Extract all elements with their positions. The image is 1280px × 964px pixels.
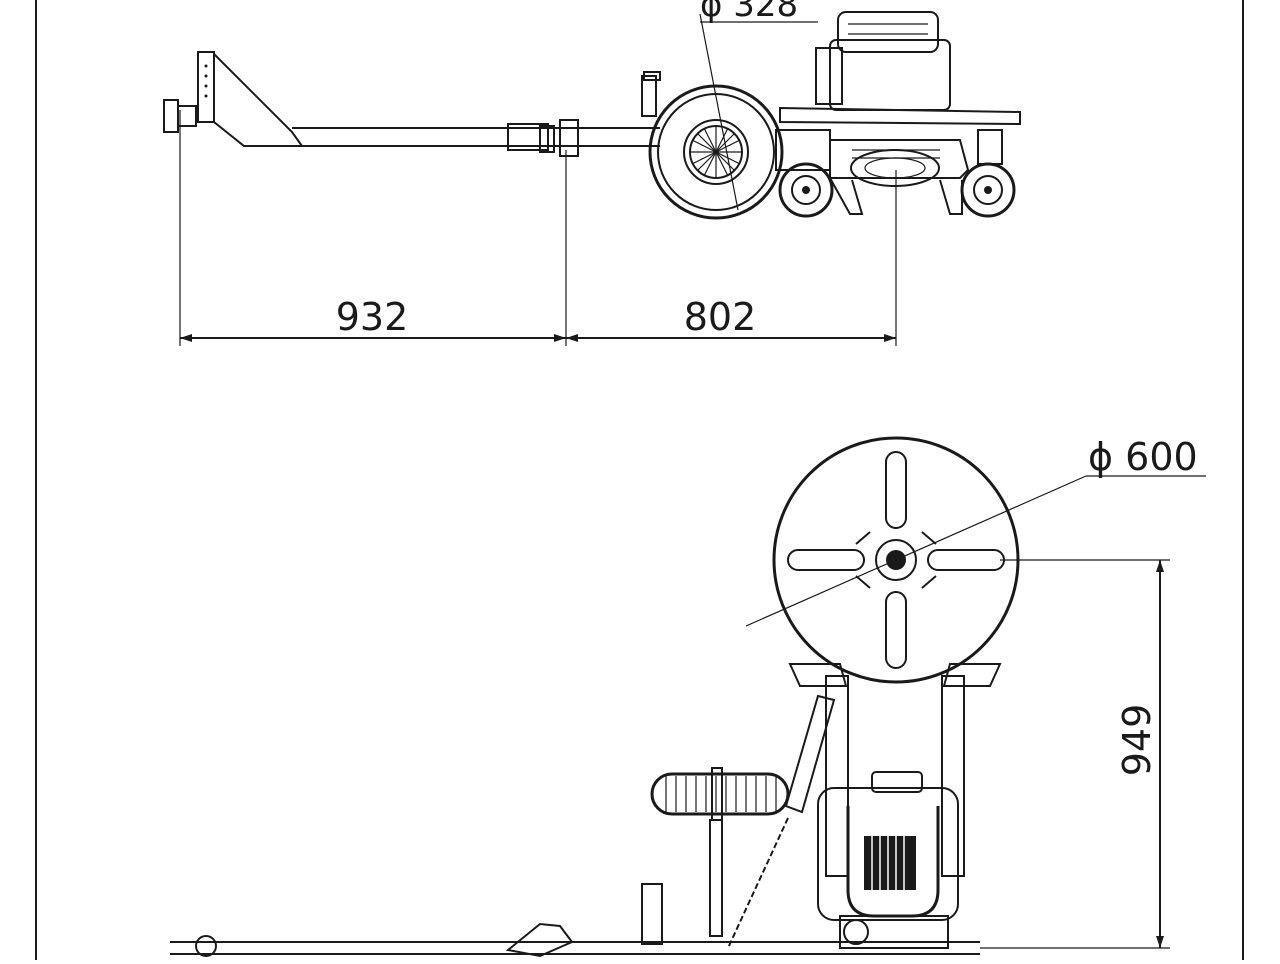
wheel-diameter-label: ϕ 328 (700, 0, 798, 25)
reel-diameter-label: ϕ 600 (1088, 435, 1198, 479)
reel-supports (788, 663, 1002, 877)
wheel-diameter-leader (699, 13, 739, 211)
drawbar-triangle (213, 53, 304, 147)
castor-wheel-right (960, 162, 1016, 218)
chain (727, 817, 789, 949)
dim-802-label: 802 (684, 295, 757, 339)
side-view: ϕ 328 932 802 (163, 0, 1021, 346)
cutter-assembly (775, 129, 1003, 215)
diagonal-strut (784, 694, 836, 814)
front-post (641, 883, 663, 945)
side-dimensions: 932 802 (179, 110, 897, 346)
engine (815, 11, 951, 111)
engine-top (817, 771, 959, 949)
wheel-post (641, 75, 657, 117)
reel-diameter-leader (745, 475, 1087, 627)
beam-coupling (507, 123, 549, 151)
height-dimension: 949 (980, 559, 1170, 949)
dim-932-label: 932 (336, 295, 409, 339)
top-view: ϕ 600 (170, 435, 1206, 958)
side-wheel (648, 84, 784, 220)
drawbar-top-view (170, 922, 980, 958)
castor-wheel-left (778, 162, 834, 218)
hitch (163, 51, 215, 133)
spare-tire (650, 767, 790, 937)
beam-clamp (559, 119, 579, 157)
mower-deck (779, 106, 1021, 126)
dim-949-label: 949 (1115, 704, 1159, 777)
